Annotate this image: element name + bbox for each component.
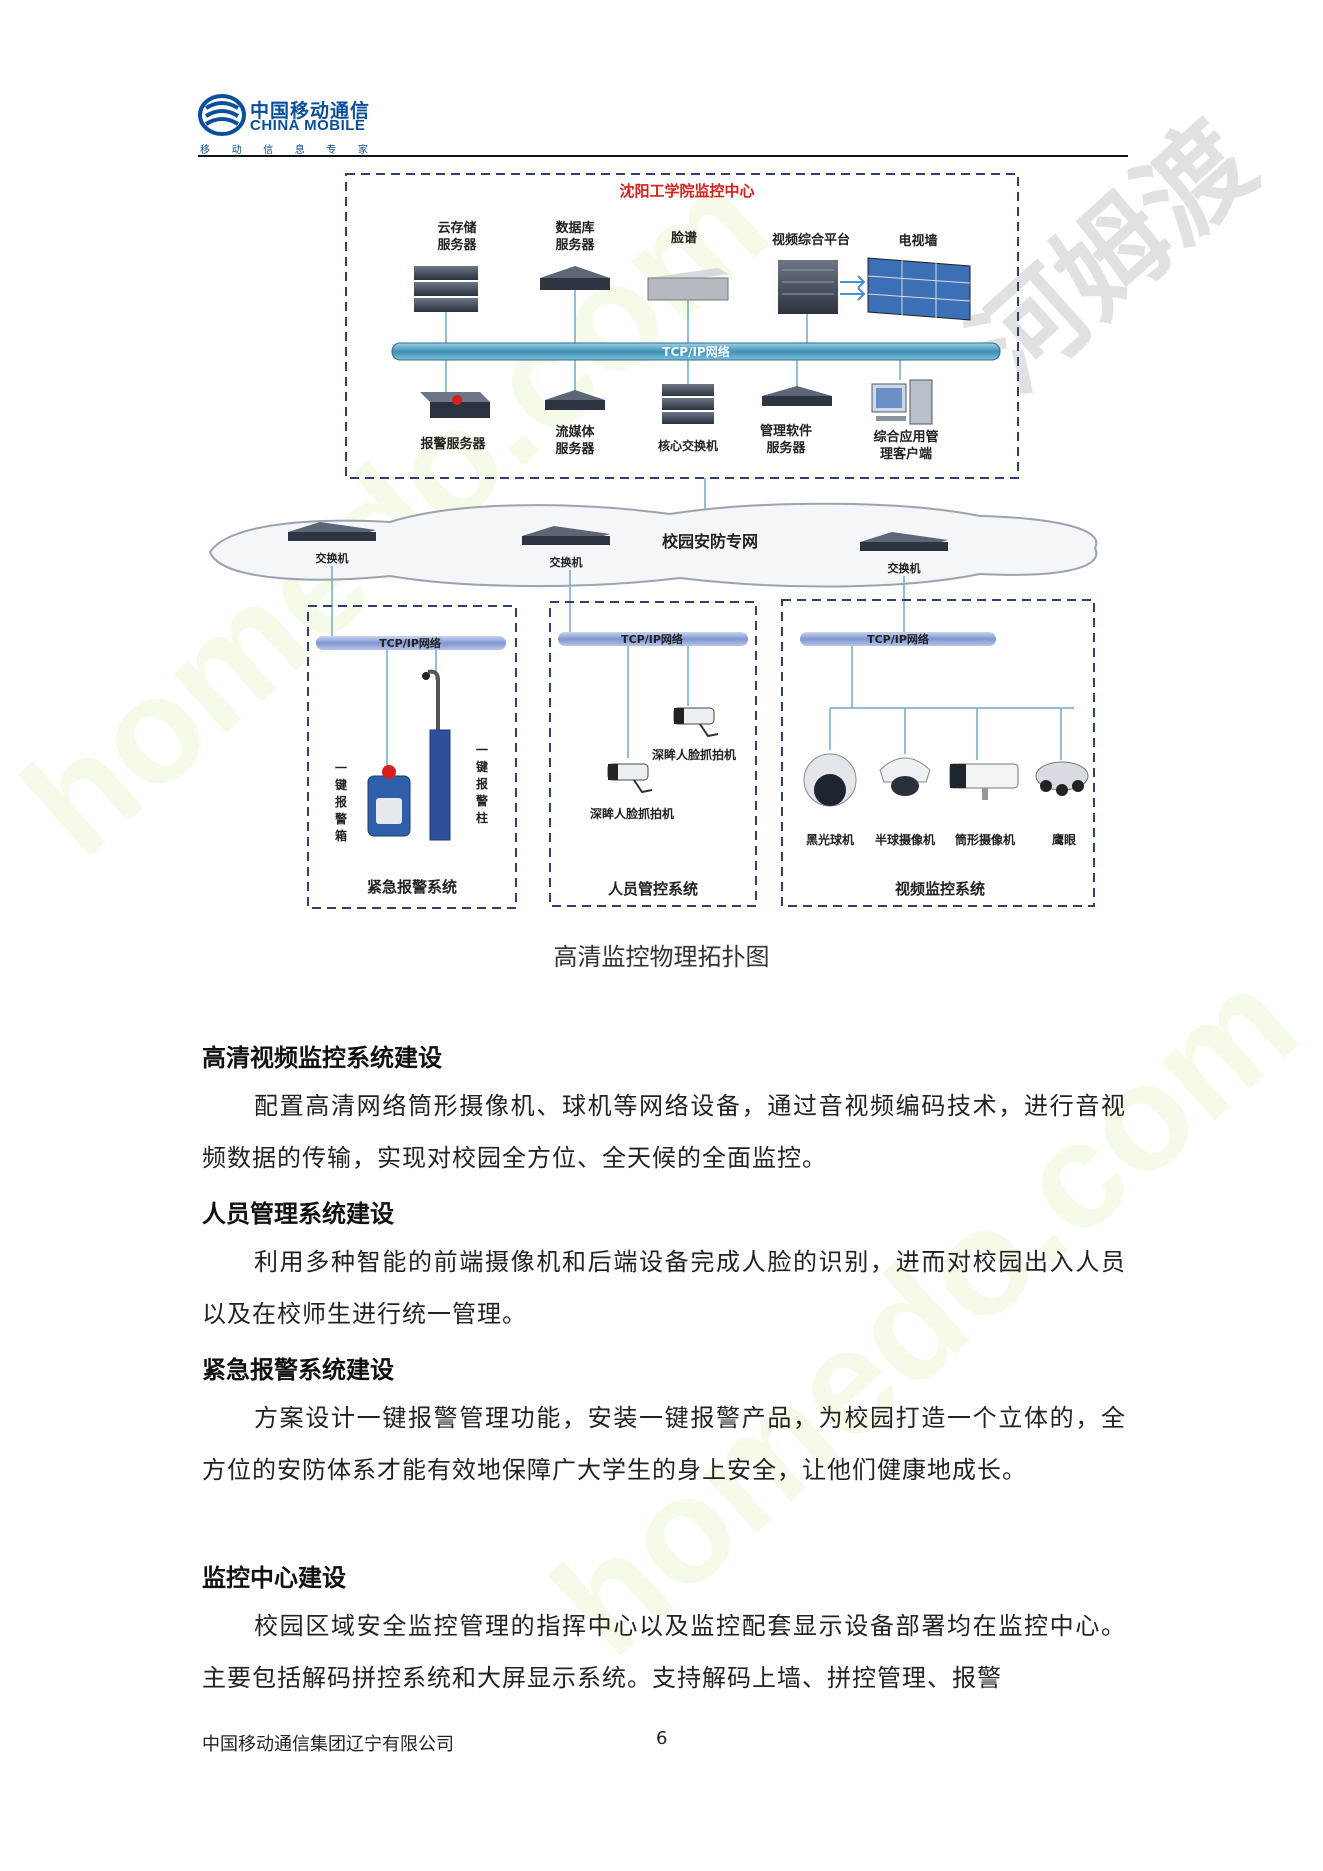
label-core-switch: 核心交换机 [658, 438, 718, 453]
camera-label-black-light: 黑光球机 [806, 832, 854, 847]
face-library-server-icon [647, 268, 729, 301]
label-streaming-l2: 服务器 [555, 441, 595, 457]
section-text-people: 利用多种智能的前端摄像机和后端设备完成人脸的识别，进而对校园出入人员以及在校师生… [202, 1248, 1126, 1328]
tagline-char: 移 [200, 145, 210, 156]
tagline-char: 信 [263, 145, 274, 156]
footer-company: 中国移动通信集团辽宁有限公司 [202, 1734, 454, 1755]
switch-mid-icon [522, 526, 610, 545]
label-alarm-server: 报警服务器 [420, 436, 486, 452]
section-heading-monitor-center: 监控中心建设 [202, 1564, 346, 1592]
switch-right-label: 交换机 [888, 561, 921, 575]
label-video-platform: 视频综合平台 [772, 232, 850, 248]
face-camera-2-icon [607, 763, 653, 794]
switch-mid-label: 交换机 [550, 555, 583, 569]
header-rule [198, 155, 1128, 157]
topology-diagram: 沈阳工学院监控中心 云存储 服务器 数据库 服务器 脸谱 视频综合平台 电视墙 … [208, 173, 1098, 909]
camera-label-half-dome: 半球摄像机 [875, 832, 935, 847]
label-mgmt-l2: 服务器 [766, 440, 806, 456]
bullet-camera-icon [949, 763, 1019, 800]
video-sub-bus-label: TCP/IP网络 [867, 632, 929, 646]
alarm-pole-label: 一键报警柱 [475, 743, 488, 825]
page-number: 6 [656, 1728, 668, 1749]
section-text-alarm: 方案设计一键报警管理功能，安装一键报警产品，为校园打造一个立体的，全方位的安防体… [202, 1404, 1126, 1484]
label-tv-wall: 电视墙 [898, 233, 937, 249]
control-center-title: 沈阳工学院监控中心 [619, 182, 754, 200]
control-center-box [345, 173, 1019, 479]
logo-en: CHINA MOBILE [250, 117, 366, 134]
section-heading-video: 高清视频监控系统建设 [202, 1044, 442, 1072]
label-db-l1: 数据库 [555, 220, 594, 236]
alarm-system-title: 紧急报警系统 [367, 878, 457, 896]
tagline-char: 专 [326, 145, 337, 156]
face-camera-1-icon [673, 707, 719, 738]
eagle-eye-camera-icon [1035, 761, 1089, 796]
database-server-icon [540, 266, 610, 290]
section-heading-people: 人员管理系统建设 [202, 1200, 394, 1228]
switch-left-icon [288, 522, 376, 541]
alarm-server-icon [420, 392, 490, 418]
tagline-char: 家 [357, 145, 368, 156]
label-cloud-storage-l1: 云存储 [437, 220, 476, 236]
face-camera-2-label: 深眸人脸抓拍机 [590, 806, 674, 821]
alarm-box-icon [367, 765, 411, 837]
top-device-links [445, 290, 901, 392]
label-face-lib: 脸谱 [671, 230, 697, 246]
label-streaming-l1: 流媒体 [555, 424, 595, 440]
tagline-char: 息 [294, 145, 305, 156]
china-mobile-logo-icon [198, 94, 246, 136]
tagline-char: 动 [231, 145, 242, 156]
label-cloud-storage-l2: 服务器 [437, 237, 477, 253]
face-camera-1-label: 深眸人脸抓拍机 [652, 747, 736, 762]
tv-wall-icon [867, 257, 971, 321]
video-system-box [781, 599, 1095, 907]
logo-tagline: 移 动 信 息 专 家 [200, 141, 368, 156]
label-client-l1: 综合应用管 [873, 429, 938, 445]
switch-left-label: 交换机 [316, 551, 349, 565]
black-light-dome-camera-icon [803, 753, 857, 807]
section-text-video: 配置高清网络筒形摄像机、球机等网络设备，通过音视频编码技术，进行音视频数据的传输… [202, 1092, 1126, 1172]
switch-right-icon [860, 532, 948, 551]
mgmt-server-icon [762, 386, 832, 406]
section-heading-alarm: 紧急报警系统建设 [202, 1356, 394, 1384]
label-mgmt-l1: 管理软件 [760, 423, 812, 439]
people-sub-bus [558, 632, 748, 646]
video-sub-bus [800, 632, 996, 646]
alarm-sub-bus-label: TCP/IP网络 [379, 636, 441, 650]
core-switch-icon [662, 384, 714, 424]
alarm-box-label: 一键报警箱 [334, 761, 347, 843]
camera-label-bullet: 筒形摄像机 [955, 832, 1015, 847]
platform-to-tvwall-arrow-2 [840, 287, 866, 301]
alarm-sub-bus [316, 636, 506, 650]
people-sub-bus-label: TCP/IP网络 [621, 632, 683, 646]
campus-network-label: 校园安防专网 [662, 532, 758, 551]
video-cam-links [829, 646, 1074, 760]
people-system-title: 人员管控系统 [608, 880, 698, 898]
cloud-storage-server-icon [414, 266, 478, 312]
section-text-monitor-center: 校园区域安全监控管理的指挥中心以及监控配套显示设备部署均在监控中心。主要包括解码… [202, 1612, 1126, 1692]
figure-caption: 高清监控物理拓扑图 [553, 943, 770, 971]
video-platform-icon [778, 260, 838, 314]
client-workstation-icon [871, 379, 933, 425]
camera-label-eagle-eye: 鹰眼 [1052, 832, 1076, 847]
alarm-pole-icon [422, 669, 451, 841]
half-dome-camera-icon [879, 757, 931, 796]
main-tcpip-bus [391, 342, 1001, 361]
main-bus-label: TCP/IP网络 [662, 344, 729, 359]
campus-network-cloud [208, 502, 1098, 588]
alarm-system-box [307, 605, 517, 909]
platform-to-tvwall-arrow [840, 275, 866, 289]
label-client-l2: 理客户端 [880, 446, 932, 462]
streaming-server-icon [545, 390, 605, 410]
video-system-title: 视频监控系统 [895, 880, 985, 898]
label-db-l2: 服务器 [555, 237, 595, 253]
logo-cn: 中国移动通信 [250, 100, 371, 122]
